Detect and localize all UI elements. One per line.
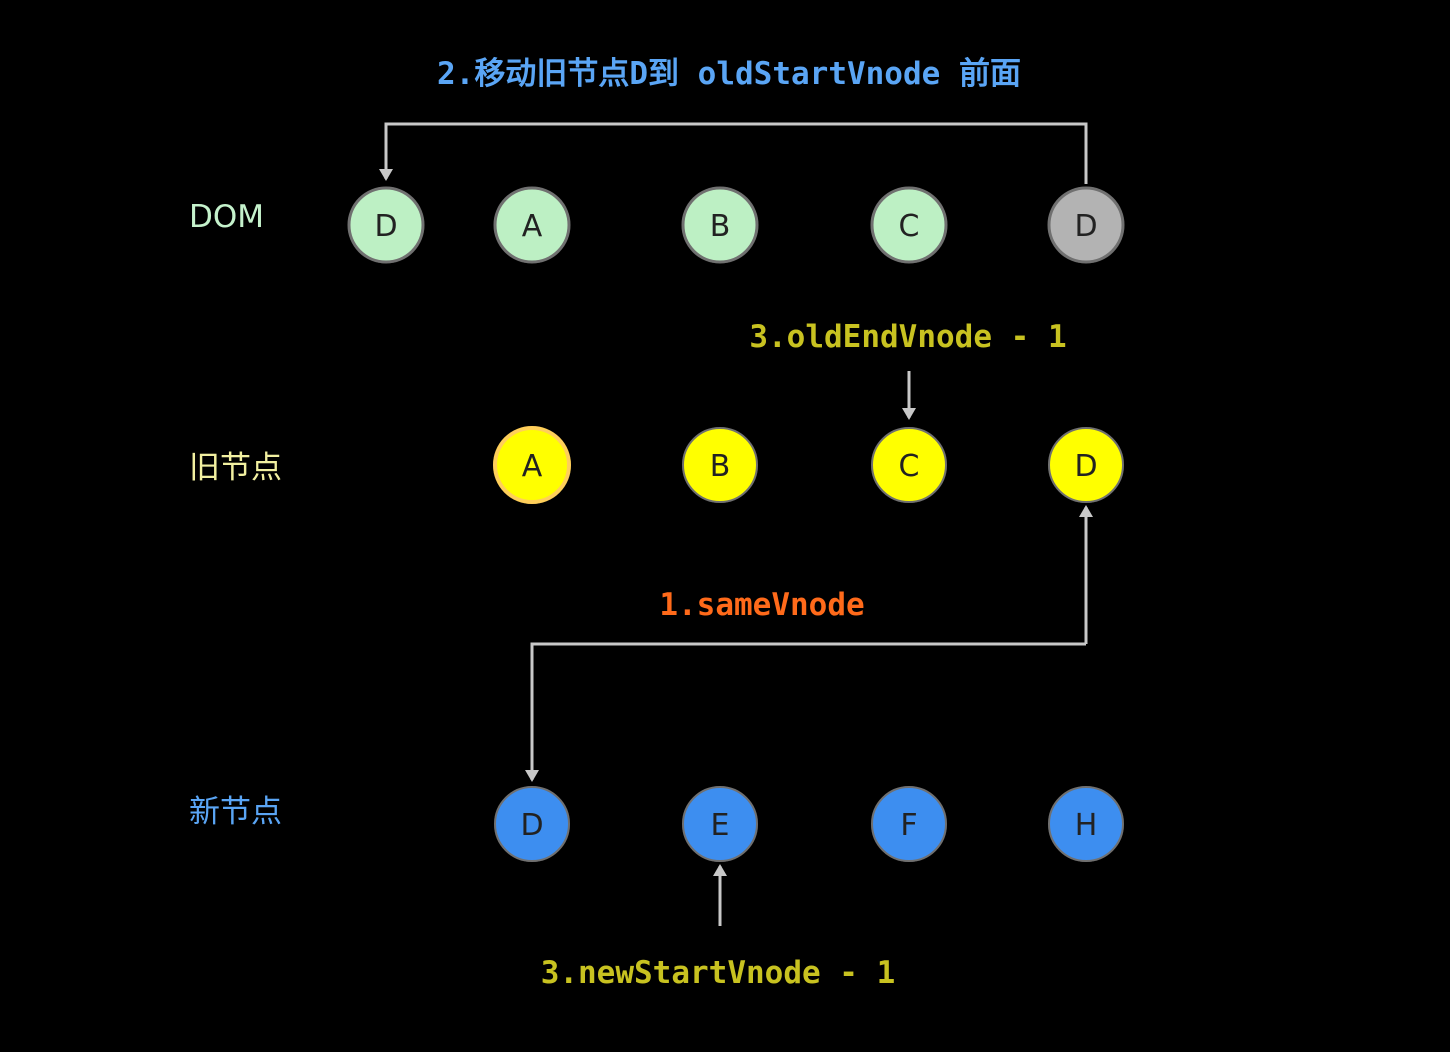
old-row-label: 旧节点 bbox=[189, 450, 282, 486]
dom-node-d-moved: D bbox=[1047, 186, 1125, 264]
old-node-b: B bbox=[682, 427, 758, 503]
dom-node-c: C bbox=[870, 186, 948, 264]
old-end-note: 3.oldEndVnode - 1 bbox=[749, 319, 1066, 355]
new-start-note: 3.newStartVnode - 1 bbox=[541, 955, 896, 991]
node-letter: A bbox=[522, 209, 543, 244]
node-letter: A bbox=[522, 449, 543, 484]
node-letter: H bbox=[1075, 808, 1098, 843]
node-letter: D bbox=[1074, 449, 1097, 484]
new-node-f: F bbox=[871, 786, 947, 862]
dom-row-label: DOM bbox=[189, 199, 264, 235]
new-node-h: H bbox=[1048, 786, 1124, 862]
dom-node-b: B bbox=[681, 186, 759, 264]
same-vnode-arrow-down bbox=[525, 642, 1086, 782]
node-letter: B bbox=[710, 209, 731, 244]
move-note: 2.移动旧节点D到 oldStartVnode 前面 bbox=[437, 56, 1021, 92]
dom-node-a: A bbox=[493, 186, 571, 264]
new-row-label: 新节点 bbox=[189, 794, 282, 830]
old-node-c: C bbox=[871, 427, 947, 503]
node-letter: D bbox=[374, 209, 397, 244]
node-letter: C bbox=[899, 209, 920, 244]
old-node-a-start: A bbox=[493, 426, 571, 504]
node-letter: F bbox=[900, 808, 917, 843]
node-letter: D bbox=[520, 808, 543, 843]
node-letter: E bbox=[711, 808, 730, 843]
dom-node-d-inserted: D bbox=[347, 186, 425, 264]
move-arrow bbox=[379, 122, 1088, 184]
same-vnode-note: 1.sameVnode bbox=[659, 587, 864, 623]
node-letter: D bbox=[1074, 209, 1097, 244]
new-node-d: D bbox=[494, 786, 570, 862]
node-letter: B bbox=[710, 449, 731, 484]
old-node-d: D bbox=[1048, 427, 1124, 503]
new-node-e: E bbox=[682, 786, 758, 862]
node-letter: C bbox=[899, 449, 920, 484]
